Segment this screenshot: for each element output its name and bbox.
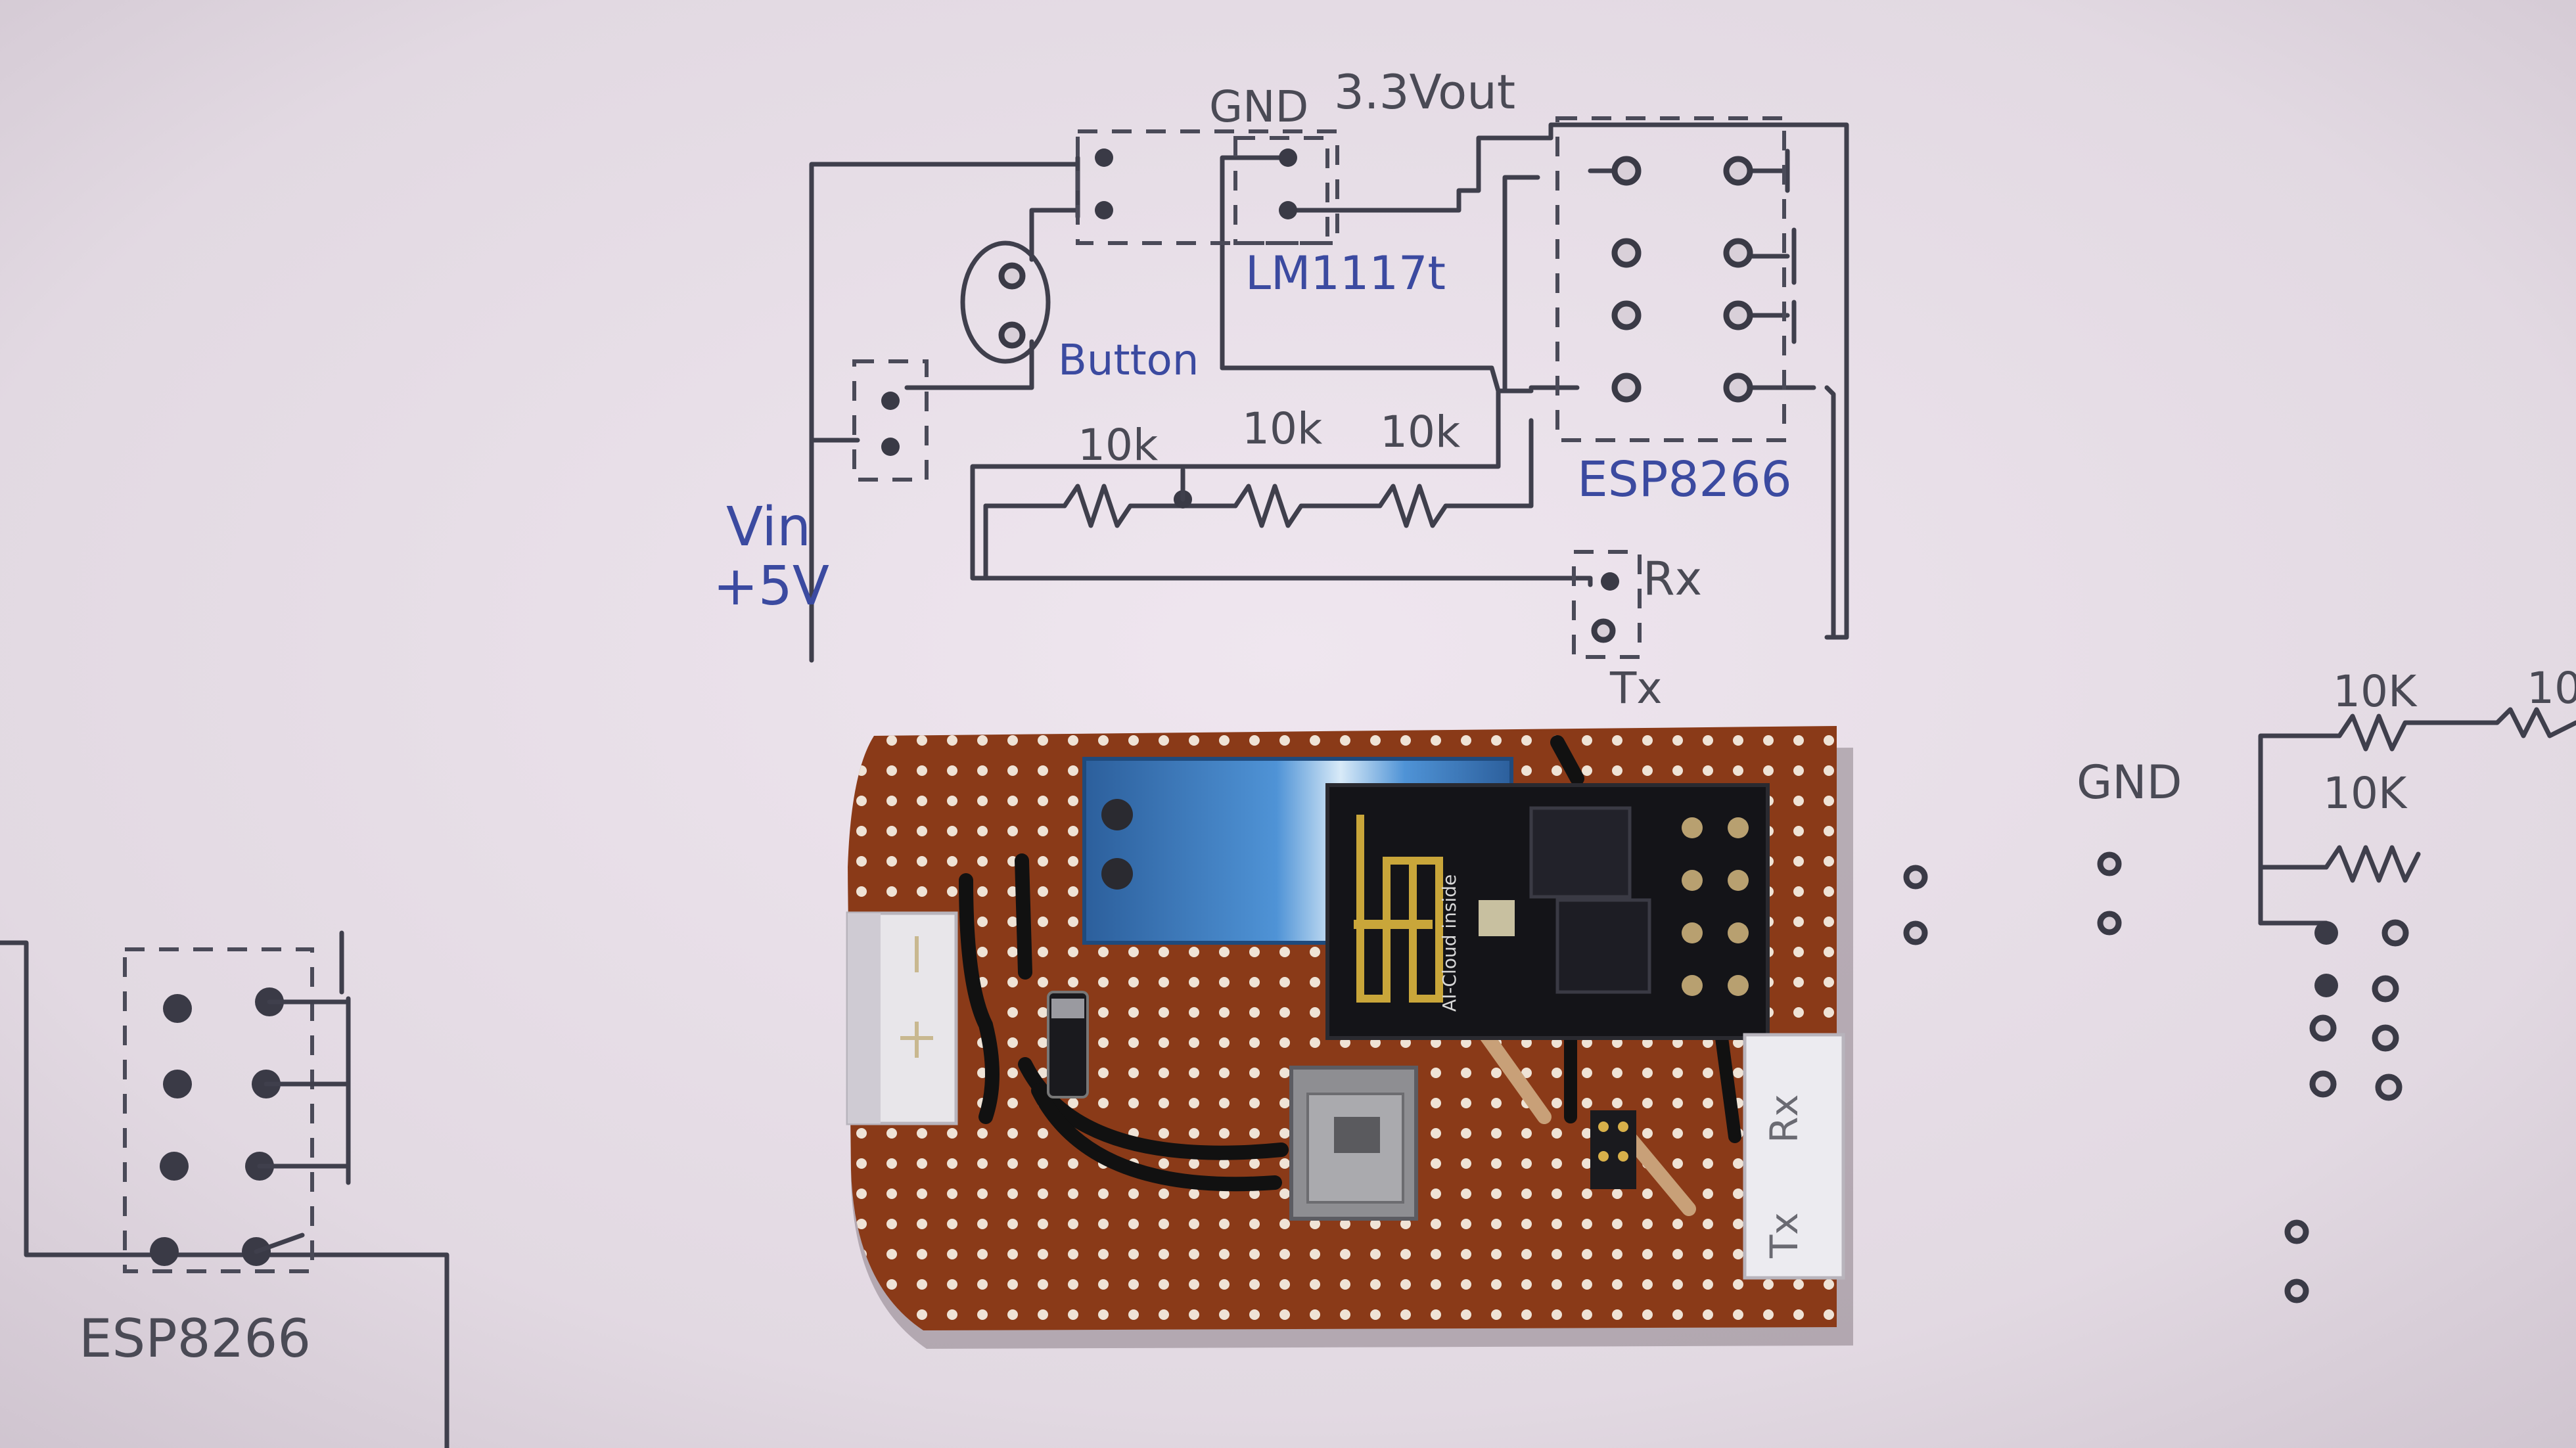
left-esp8266-sketch: ESP8266	[0, 930, 449, 1448]
left-esp8266-label: ESP8266	[79, 1308, 311, 1369]
right-resistor-label-1: 10K	[2333, 666, 2418, 717]
right-gnd-label: GND	[2077, 756, 2182, 809]
vout-label: 3.3Vout	[1334, 64, 1515, 120]
resistor-label-3: 10k	[1380, 407, 1461, 457]
perfboard: AI-Cloud inside Rx Tx	[846, 726, 1853, 1349]
button-label: Button	[1058, 336, 1199, 385]
vin-voltage-label: +5V	[713, 555, 829, 618]
right-sketch: GND 10K 10 10K	[1903, 663, 2576, 1303]
regulator-label: LM1117t	[1245, 246, 1446, 300]
vin-label: Vin	[726, 496, 811, 558]
esp8266-label: ESP8266	[1577, 451, 1792, 508]
gnd-label: GND	[1209, 81, 1308, 132]
esp-module: AI-Cloud inside	[1325, 783, 1770, 1040]
board-tx-label: Tx	[1762, 1212, 1806, 1259]
board-rx-label: Rx	[1762, 1094, 1806, 1143]
module-print: AI-Cloud inside	[1438, 874, 1460, 1012]
tx-label: Tx	[1609, 663, 1662, 713]
rx-label: Rx	[1643, 552, 1702, 606]
right-resistor-label-3: 10K	[2323, 768, 2408, 819]
resistor-label-1: 10k	[1078, 420, 1159, 470]
right-resistor-label-2: 10	[2527, 663, 2576, 713]
schematic-drawing: GND 3.3Vout LM1117t Button 10k 10k 10k E…	[713, 64, 1849, 713]
resistor-label-2: 10k	[1242, 403, 1323, 454]
